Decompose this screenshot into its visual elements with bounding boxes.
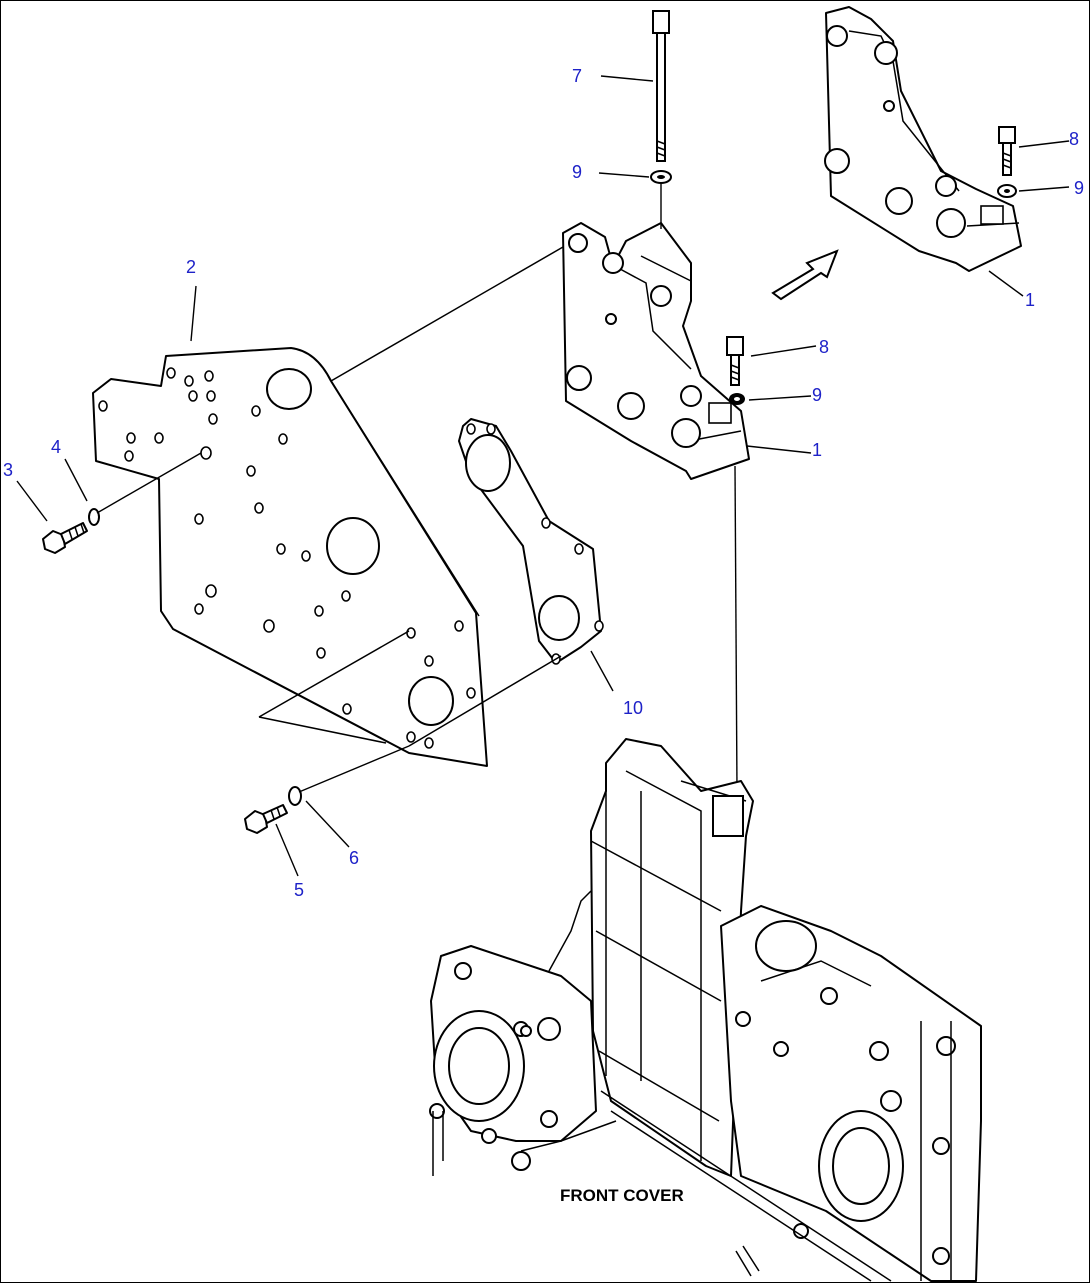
washer-part-9-top <box>650 170 672 229</box>
front-cover-caption: FRONT COVER <box>560 1186 684 1205</box>
callout-9-top: 9 <box>572 162 582 182</box>
bracket-part-1-detail <box>824 6 1022 272</box>
bolt-part-3 <box>42 522 88 554</box>
callout-6: 6 <box>349 848 359 868</box>
callout-1-main: 1 <box>812 440 822 460</box>
callout-5: 5 <box>294 880 304 900</box>
callout-9-detail: 9 <box>1074 178 1084 198</box>
washer-part-4 <box>88 452 202 526</box>
long-bolt-part-7 <box>652 10 670 162</box>
callout-1-detail: 1 <box>1025 290 1035 310</box>
callout-9-main: 9 <box>812 385 822 405</box>
spring-washer-part-9-center <box>729 393 745 405</box>
callout-8-detail: 8 <box>1069 129 1079 149</box>
direction-arrow-icon <box>771 249 839 301</box>
washer-part-6 <box>288 745 410 806</box>
washer-part-9-detail <box>997 184 1017 198</box>
bolt-part-8-center <box>726 336 744 386</box>
bolt-part-8-detail <box>998 126 1016 176</box>
callout-7: 7 <box>572 66 582 86</box>
callout-3: 3 <box>3 460 13 480</box>
callout-8-main: 8 <box>819 337 829 357</box>
bolt-part-5 <box>244 804 288 834</box>
callout-2: 2 <box>186 257 196 277</box>
front-cover-assembly <box>429 738 982 1282</box>
callout-leader-lines <box>16 75 1070 877</box>
callout-4: 4 <box>51 437 61 457</box>
callout-labels: 1 1 2 3 4 5 6 7 8 8 9 9 9 10 <box>3 66 1084 900</box>
callout-10: 10 <box>623 698 643 718</box>
bracket-part-1-main <box>330 222 750 792</box>
plate-part-2 <box>92 347 488 767</box>
gasket-part-10 <box>408 418 604 747</box>
